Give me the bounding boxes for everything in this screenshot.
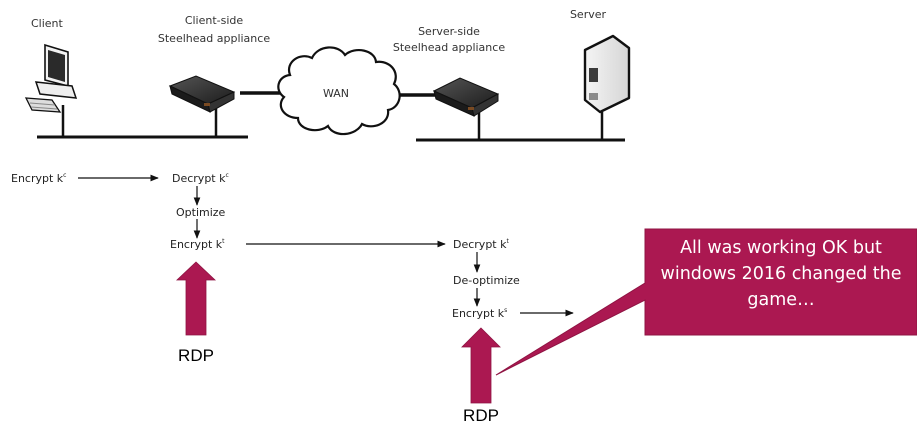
flow-server-deoptimize: De-optimize [453,274,520,287]
wan-label: WAN [323,87,349,100]
flow-server-encrypt-s: Encrypt ks [452,307,507,320]
rdp-up-arrow-left [175,261,217,336]
desktop-computer-icon [24,43,78,113]
client-appliance-label-1: Client-side [185,14,244,27]
client-appliance-label-2: Steelhead appliance [158,32,270,45]
callout-box [495,228,917,376]
cloud-icon [277,46,401,136]
server-appliance-label-2: Steelhead appliance [393,41,505,54]
rdp-up-arrow-right [461,327,501,404]
rdp-label-left: RDP [178,346,214,365]
server-appliance-label-1: Server-side [418,25,480,38]
network-appliance-icon [168,75,236,113]
server-label: Server [570,8,607,21]
client-label: Client [31,17,64,30]
network-appliance-icon [432,77,500,117]
server-tower-icon [583,34,631,114]
rdp-label-right: RDP [463,406,499,425]
flow-client-decrypt: Decrypt kc [172,172,229,185]
flow-client-encrypt: Encrypt kc [11,172,66,185]
flow-client-optimize: Optimize [176,206,226,219]
flow-client-encrypt-t: Encrypt kt [170,238,225,251]
callout-text: All was working OK but windows 2016 chan… [660,238,902,310]
flow-server-decrypt: Decrypt kt [453,238,509,251]
